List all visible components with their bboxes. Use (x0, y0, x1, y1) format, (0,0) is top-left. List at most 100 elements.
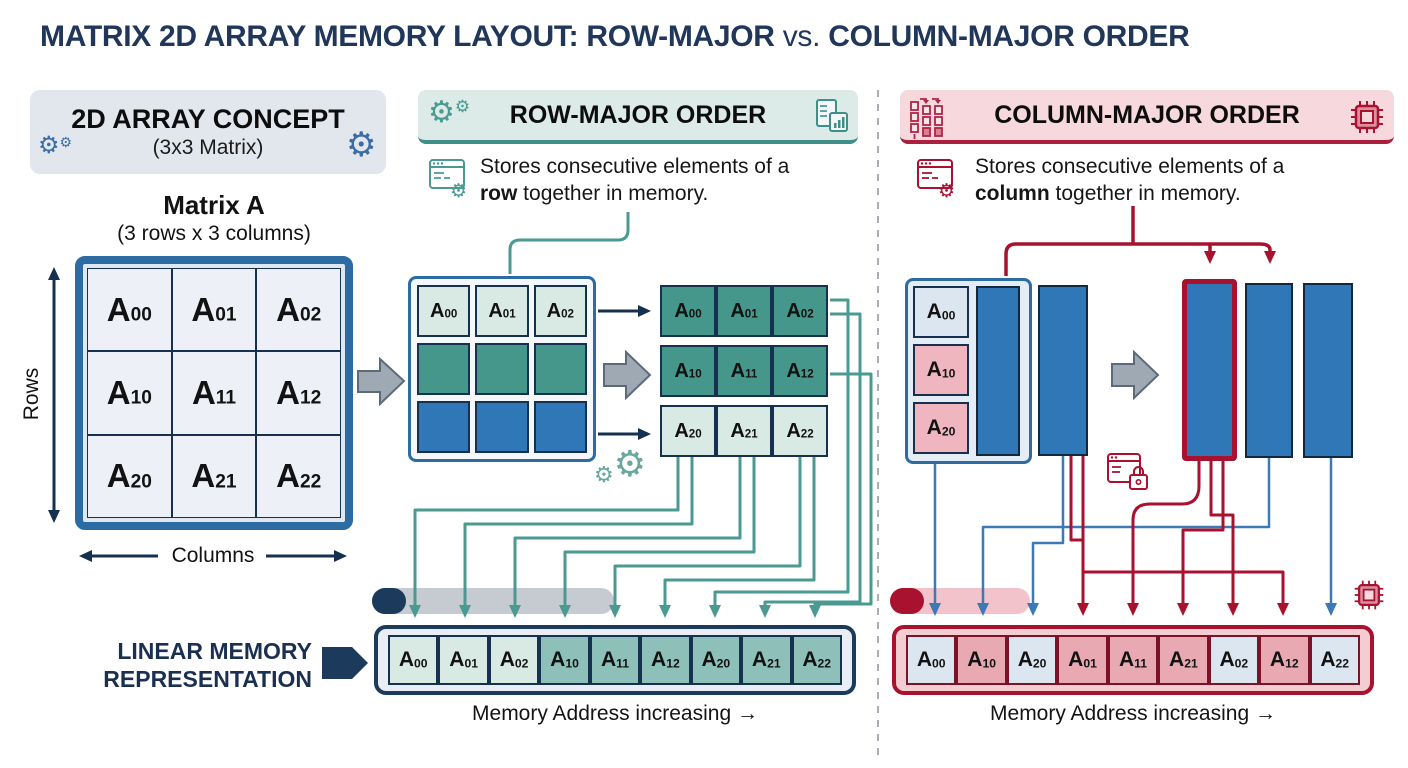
code-window-gear-icon: ⚙ (429, 159, 467, 200)
concept-panel-header: 2D ARRAY CONCEPT (3x3 Matrix) ⚙⚙ ⚙ (30, 90, 386, 174)
memory-column-2 (1245, 283, 1293, 458)
column-major-title: COLUMN-MAJOR ORDER (994, 100, 1300, 129)
matrix-subtitle: (3 rows x 3 columns) (117, 222, 311, 245)
page-title: MATRIX 2D ARRAY MEMORY LAYOUT: ROW-MAJOR… (40, 20, 1190, 53)
column-major-memory-caption: Memory Address increasing → (990, 702, 1276, 725)
memory-column-3 (1303, 283, 1353, 458)
matrix-cell (475, 343, 529, 395)
column-bar (1038, 285, 1088, 456)
col-desc-connector (1004, 206, 1276, 276)
matrix-cell (417, 401, 471, 453)
row-major-memory-bar (372, 588, 614, 614)
rows-label: Rows (20, 367, 43, 421)
matrix-cell (417, 343, 471, 395)
code-window-gear-icon: ⚙ (917, 159, 955, 200)
secure-window-lock-icon (1107, 453, 1148, 490)
row-major-matrix-row3 (417, 401, 587, 453)
row-major-connectors (409, 298, 873, 618)
report-document-icon (816, 99, 848, 132)
column-major-blue-connectors (929, 453, 1337, 616)
row-major-matrix-row2 (417, 343, 587, 395)
memory-column-1 (1182, 279, 1237, 461)
gear-icon: ⚙ (346, 126, 377, 164)
matrix-cell (533, 401, 587, 453)
cpu-chip-icon (1354, 580, 1384, 610)
gears-icon: ⚙⚙ (594, 443, 647, 487)
svg-text:⚙: ⚙ (450, 180, 467, 200)
matrix-columns-icon (910, 98, 943, 139)
transform-arrow (1111, 349, 1160, 401)
matrix-cell (533, 343, 587, 395)
row-major-memory-caption: Memory Address increasing → (472, 702, 758, 725)
column-major-red-connectors (1069, 456, 1289, 616)
gears-icon: ⚙⚙ (38, 132, 73, 159)
column-major-description: Stores consecutive elements of a column … (975, 155, 1285, 205)
concept-subtitle: (3x3 Matrix) (152, 136, 264, 159)
row-major-title: ROW-MAJOR ORDER (509, 100, 767, 129)
column-major-panel-header: COLUMN-MAJOR ORDER (900, 90, 1394, 144)
transform-arrow (357, 356, 406, 407)
matrix-title: Matrix A (163, 190, 265, 220)
linear-memory-pointer (322, 647, 368, 679)
column-bar (976, 286, 1020, 456)
row-major-description: Stores consecutive elements of a row tog… (480, 155, 790, 205)
linear-memory-label: LINEAR MEMORY REPRESENTATION (103, 638, 312, 692)
transform-arrow (603, 349, 652, 401)
columns-label: Columns (171, 544, 255, 567)
row-desc-connector (508, 212, 630, 274)
gears-icon: ⚙⚙ (428, 96, 471, 129)
row-major-panel-header: ⚙⚙ ROW-MAJOR ORDER (418, 90, 858, 144)
cpu-chip-icon (1351, 101, 1383, 133)
column-major-memory-bar (890, 588, 1030, 614)
